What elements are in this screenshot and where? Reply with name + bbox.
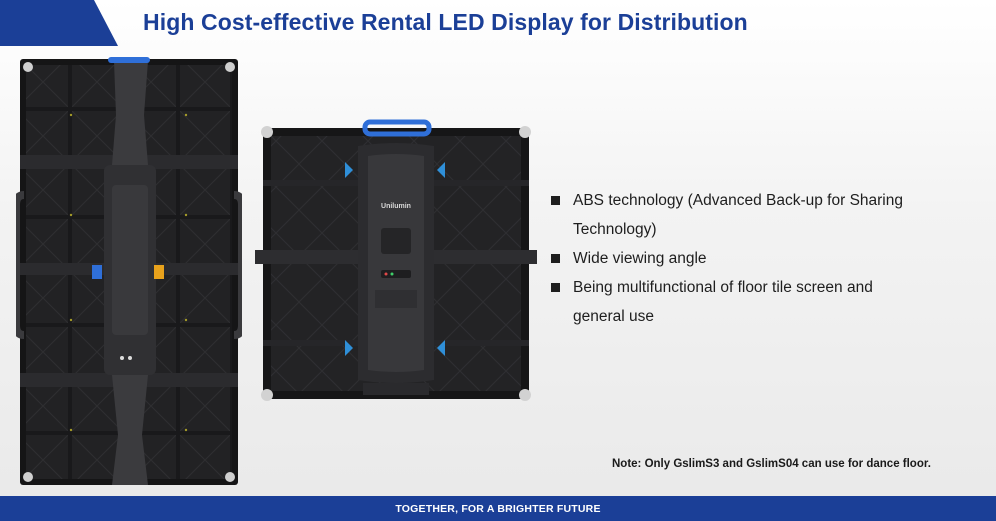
page-title: High Cost-effective Rental LED Display f… (143, 9, 748, 35)
bullet-square-icon (551, 283, 560, 292)
feature-item: ABS technology (Advanced Back-up for Sha… (551, 186, 971, 244)
led-cabinet-tall-image (16, 57, 242, 485)
product-brand-label: Unilumin (381, 203, 411, 210)
footnote: Note: Only GslimS3 and GslimS04 can use … (612, 458, 931, 470)
footer-bar: TOGETHER, FOR A BRIGHTER FUTURE (0, 496, 996, 521)
feature-text-cont: Technology) (573, 221, 657, 238)
feature-item: Being multifunctional of floor tile scre… (551, 273, 971, 331)
led-cabinet-square-image: Unilumin (255, 119, 537, 401)
feature-item: Wide viewing angle (551, 244, 971, 273)
feature-text-cont: general use (573, 308, 655, 325)
feature-list: ABS technology (Advanced Back-up for Sha… (551, 186, 971, 331)
title-accent-bar (0, 0, 118, 46)
feature-text: ABS technology (Advanced Back-up for Sha… (573, 192, 903, 209)
bullet-square-icon (551, 254, 560, 263)
feature-text: Being multifunctional of floor tile scre… (573, 279, 873, 296)
feature-text: Wide viewing angle (573, 250, 707, 267)
bullet-square-icon (551, 196, 560, 205)
footer-slogan: TOGETHER, FOR A BRIGHTER FUTURE (395, 503, 601, 515)
